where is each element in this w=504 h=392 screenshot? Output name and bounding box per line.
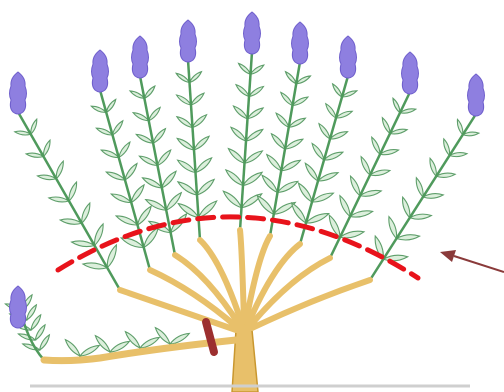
flower-petals [10, 286, 27, 328]
flower-spike [180, 20, 197, 62]
flower-spike [402, 52, 419, 94]
flower-petals [468, 74, 485, 116]
flower-petals [92, 50, 109, 92]
flower-petals [244, 12, 261, 54]
flower-spike [468, 74, 485, 116]
flower-spike [10, 286, 27, 328]
flower-spike [340, 36, 357, 78]
flower-spike [10, 72, 27, 114]
flower-petals [132, 36, 149, 78]
flower-spike [132, 36, 149, 78]
flower-petals [402, 52, 419, 94]
flower-spike [92, 50, 109, 92]
flower-petals [180, 20, 197, 62]
flower-petals [10, 72, 27, 114]
flower-spike [292, 22, 309, 64]
flower-spike [244, 12, 261, 54]
flower-petals [340, 36, 357, 78]
flower-petals [292, 22, 309, 64]
